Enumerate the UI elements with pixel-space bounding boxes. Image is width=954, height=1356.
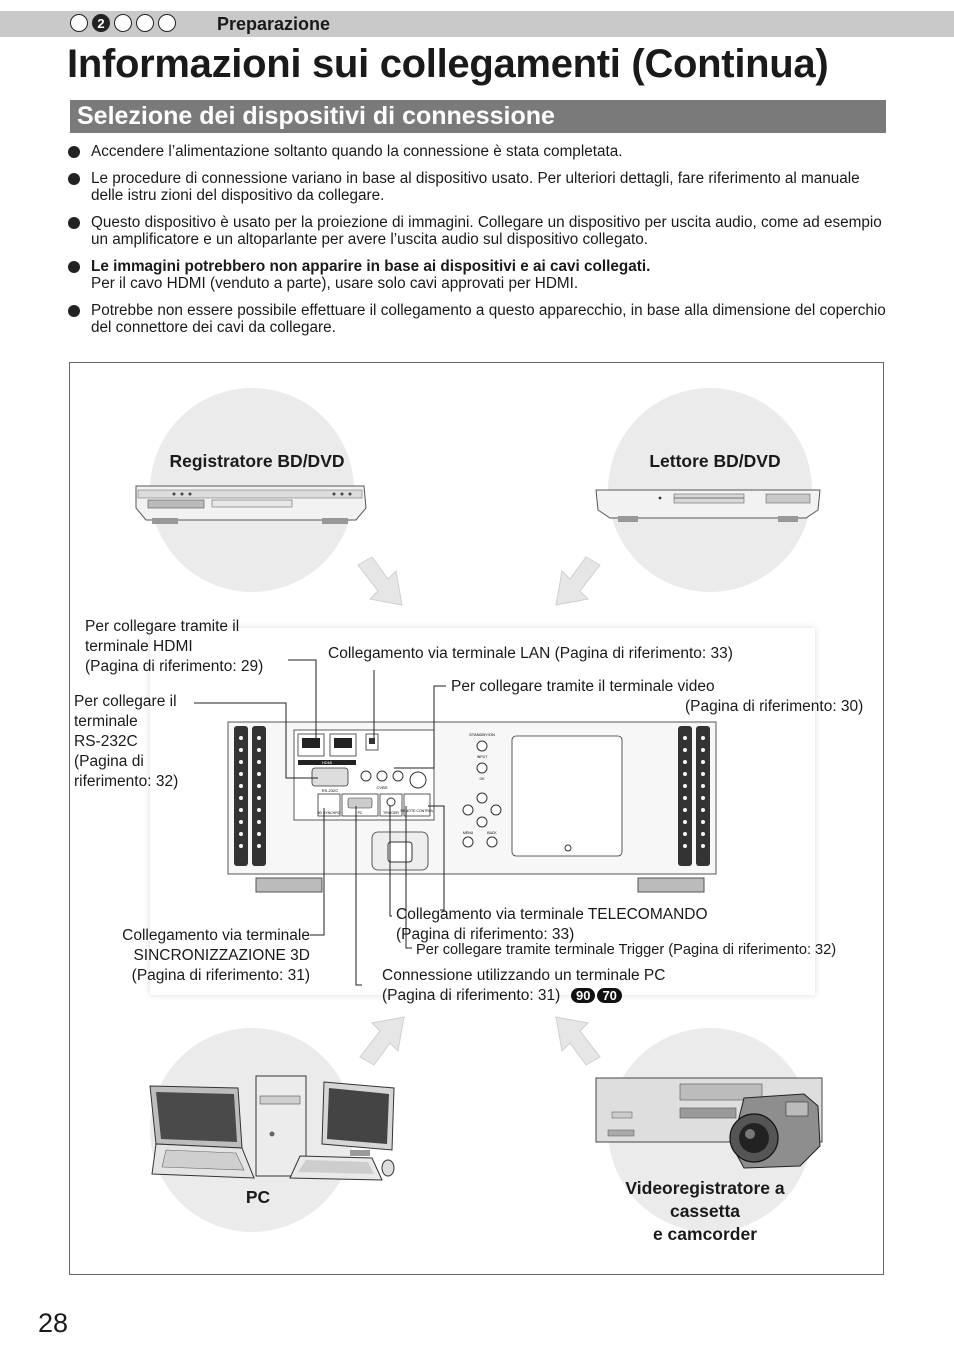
bullet-item: Potrebbe non essere possibile effettuare… — [68, 302, 893, 336]
callout-video-2: (Pagina di riferimento: 30) — [685, 698, 864, 715]
input-label: INPUT — [477, 755, 488, 759]
model-badge: 90 — [570, 988, 596, 1004]
callout-lan: Collegamento via terminale LAN (Pagina d… — [328, 645, 733, 662]
arrow-out-icon — [555, 1016, 601, 1066]
sync-port-label: 3D SYNCHRO — [318, 811, 341, 815]
step-4 — [136, 14, 154, 32]
callout-3d-sync: Collegamento via terminale SINCRONIZZAZI… — [122, 927, 310, 984]
bullet-item: Accendere l’alimentazione soltanto quand… — [68, 143, 893, 160]
callout-pc: Connessione utilizzando un terminale PC … — [382, 967, 666, 1004]
arrow-in-icon — [555, 556, 601, 606]
back-label: BACK — [487, 831, 497, 835]
vcr-camcorder-icon — [595, 1077, 823, 1169]
remote-port-label: REMOTE CONTROL — [400, 809, 433, 813]
callout-trigger: Per collegare tramite terminale Trigger … — [416, 942, 837, 958]
step-1 — [70, 14, 88, 32]
cvbs-port-label: CVBS — [377, 785, 388, 790]
label-bd-recorder: Registratore BD/DVD — [169, 451, 345, 471]
arrow-in-icon — [357, 556, 403, 606]
bd-recorder-icon — [135, 485, 367, 524]
label-vcr: Videoregistratore a cassetta e camcorder — [625, 1178, 785, 1244]
model-badge: 70 — [597, 988, 622, 1004]
rs232c-port-label: RS-232C — [322, 788, 339, 793]
menu-label: MENU — [463, 831, 474, 835]
arrow-out-icon — [359, 1016, 405, 1066]
page-title: Informazioni sui collegamenti (Continua) — [67, 42, 829, 86]
hdmi-port-label: HDMI — [322, 760, 332, 765]
step-5 — [158, 14, 176, 32]
pc-icon — [149, 1075, 395, 1181]
diagram-frame — [69, 362, 884, 1275]
pc-port-label: PC — [358, 811, 363, 815]
subtitle-bar — [70, 100, 886, 133]
callout-hdmi: Per collegare tramite il terminale HDMI … — [85, 618, 264, 675]
callout-remote: Collegamento via terminale TELECOMANDO (… — [396, 906, 708, 943]
callout-video-1: Per collegare tramite il terminale video — [451, 678, 715, 695]
bullet-item: Questo dispositivo è usato per la proiez… — [68, 214, 893, 248]
bullet-item: Le procedure di connessione variano in b… — [68, 170, 893, 204]
bullet-list: Accendere l’alimentazione soltanto quand… — [68, 143, 893, 346]
projector-rear-panel-icon: HDMI RS-232C CVBS 3D SYNCHRO PC TRIGGER … — [227, 721, 717, 893]
callout-rs232c: Per collegare il terminale RS-232C (Pagi… — [74, 693, 179, 790]
trigger-port-label: TRIGGER — [383, 811, 399, 815]
ok-label: OK — [479, 777, 485, 781]
bullet-item: Le immagini potrebbero non apparire in b… — [68, 258, 893, 292]
bd-player-icon — [595, 489, 821, 522]
step-3 — [114, 14, 132, 32]
page-number: 28 — [38, 1308, 69, 1338]
step-indicator: 2 — [70, 12, 176, 34]
label-bd-player: Lettore BD/DVD — [649, 451, 781, 471]
section-subtitle: Selezione dei dispositivi di connessione — [77, 102, 555, 130]
label-pc: PC — [245, 1187, 271, 1207]
step-2-active: 2 — [92, 14, 110, 32]
standby-label: STANDBY/ON — [469, 732, 495, 737]
section-label: Preparazione — [217, 14, 331, 34]
